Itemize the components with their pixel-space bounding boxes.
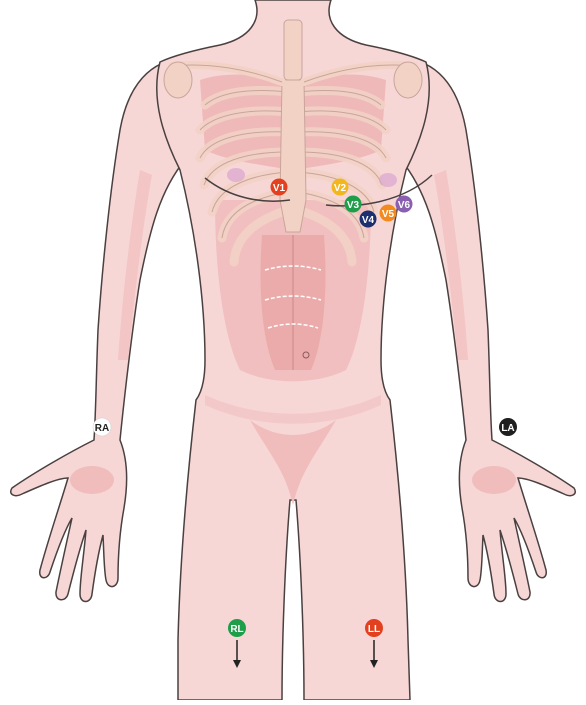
electrode-V5[interactable]: V5 — [380, 205, 397, 222]
electrode-V1-label: V1 — [273, 183, 286, 194]
left-shoulder-joint — [394, 62, 422, 98]
left-nipple — [379, 173, 397, 187]
electrode-V2[interactable]: V2 — [332, 179, 349, 196]
electrode-V4-label: V4 — [362, 215, 375, 226]
electrode-RA-label: RA — [95, 423, 109, 434]
electrode-V5-label: V5 — [382, 209, 395, 220]
right-nipple — [227, 168, 245, 182]
left-arm — [401, 58, 575, 602]
electrode-V4[interactable]: V4 — [360, 211, 377, 228]
electrode-RL-label: RL — [230, 624, 243, 635]
right-palm-shadow — [70, 466, 114, 494]
electrode-V2-label: V2 — [334, 183, 347, 194]
cervical-spine — [284, 20, 302, 80]
right-arm — [11, 58, 185, 602]
electrode-V6-label: V6 — [398, 200, 411, 211]
left-palm-shadow — [472, 466, 516, 494]
electrode-LA[interactable]: LA — [499, 418, 517, 436]
electrode-V1[interactable]: V1 — [271, 179, 288, 196]
sternum — [280, 80, 306, 232]
electrode-LL-label: LL — [368, 624, 380, 635]
right-shoulder-joint — [164, 62, 192, 98]
electrode-V3[interactable]: V3 — [345, 196, 362, 213]
electrode-V6[interactable]: V6 — [396, 196, 413, 213]
electrode-V3-label: V3 — [347, 200, 360, 211]
electrode-LA-label: LA — [501, 423, 514, 434]
electrode-RA[interactable]: RA — [93, 418, 111, 436]
